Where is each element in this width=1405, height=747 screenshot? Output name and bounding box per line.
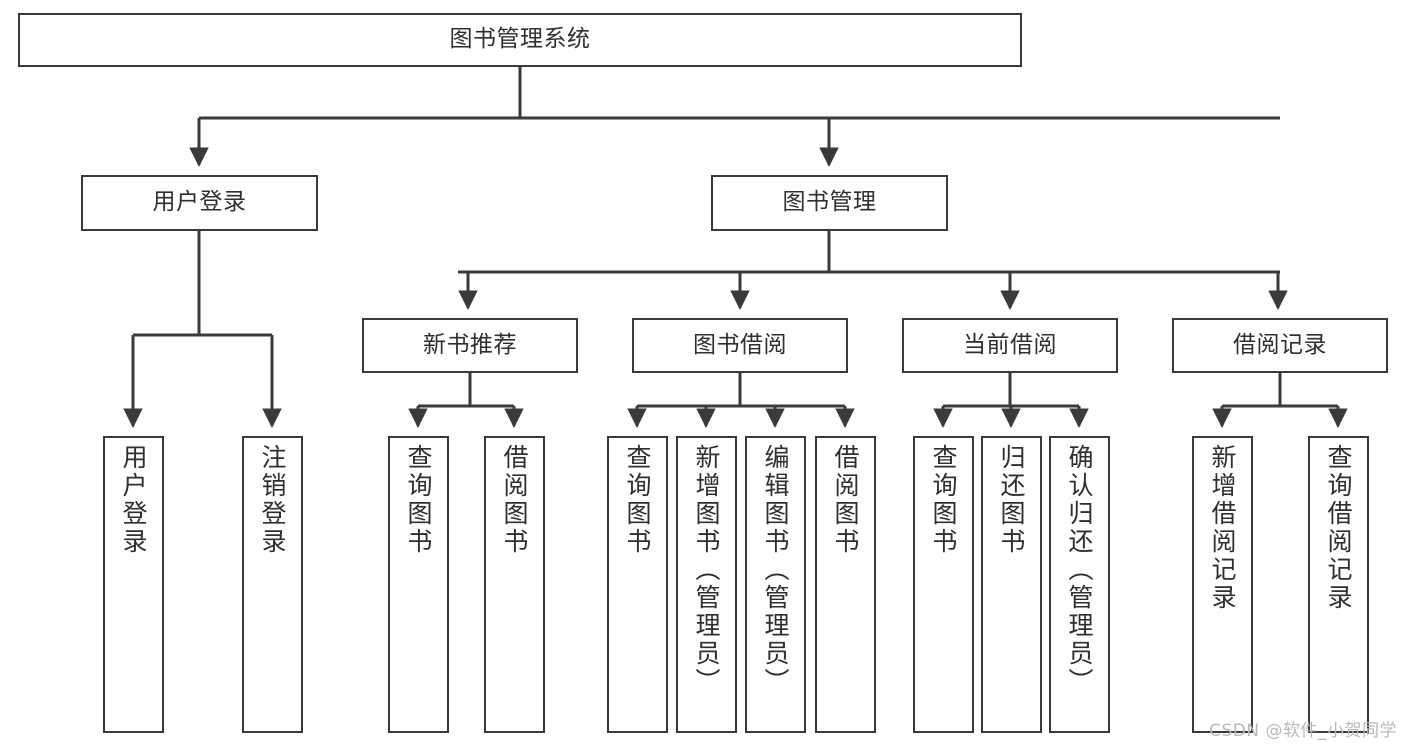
node-label: 用户登录 [119, 444, 148, 556]
node-label: 用户登录 [152, 189, 247, 216]
node-label: 借阅图书 [831, 444, 860, 556]
node-label: 查询借阅记录 [1324, 444, 1353, 612]
node-label: 查询图书 [623, 444, 652, 556]
leaf-new-book-borrow-book[interactable]: 借阅图书 [484, 436, 545, 733]
node-label: 归还图书 [997, 444, 1026, 556]
node-label: 新增图书（管理员） [692, 444, 721, 696]
node-book-management[interactable]: 图书管理 [711, 175, 948, 231]
node-borrow-record[interactable]: 借阅记录 [1172, 318, 1388, 373]
node-label: 查询图书 [929, 444, 958, 556]
node-label: 借阅图书 [500, 444, 529, 556]
node-label: 图书借阅 [693, 331, 787, 358]
node-label: 图书管理系统 [449, 26, 591, 53]
node-label: 借阅记录 [1233, 331, 1327, 358]
node-label: 查询图书 [404, 444, 433, 556]
csdn-watermark: CSDN @软件_小贺同学 [1209, 721, 1397, 741]
leaf-current-borrow-return-book[interactable]: 归还图书 [981, 436, 1042, 733]
node-label: 新书推荐 [423, 331, 517, 358]
leaf-user-login-logout[interactable]: 注销登录 [242, 436, 303, 733]
leaf-current-borrow-confirm-return-admin[interactable]: 确认归还（管理员） [1049, 436, 1110, 733]
node-label: 新增借阅记录 [1208, 444, 1237, 612]
leaf-user-login-login[interactable]: 用户登录 [103, 436, 164, 733]
leaf-current-borrow-query-book[interactable]: 查询图书 [913, 436, 974, 733]
node-label: 编辑图书（管理员） [761, 444, 790, 696]
node-label: 确认归还（管理员） [1065, 444, 1094, 696]
node-root-book-management-system[interactable]: 图书管理系统 [18, 13, 1022, 67]
leaf-borrow-record-add-record[interactable]: 新增借阅记录 [1192, 436, 1253, 733]
leaf-book-borrow-add-book-admin[interactable]: 新增图书（管理员） [676, 436, 737, 733]
node-book-borrow[interactable]: 图书借阅 [632, 318, 848, 373]
node-current-borrow[interactable]: 当前借阅 [902, 318, 1118, 373]
node-label: 图书管理 [782, 189, 877, 216]
leaf-book-borrow-query-book[interactable]: 查询图书 [607, 436, 668, 733]
node-new-book-recommend[interactable]: 新书推荐 [362, 318, 578, 373]
leaf-borrow-record-query-record[interactable]: 查询借阅记录 [1308, 436, 1369, 733]
node-label: 注销登录 [258, 444, 287, 556]
node-label: 当前借阅 [963, 331, 1057, 358]
leaf-new-book-query-book[interactable]: 查询图书 [388, 436, 449, 733]
node-user-login[interactable]: 用户登录 [81, 175, 318, 231]
leaf-book-borrow-edit-book-admin[interactable]: 编辑图书（管理员） [745, 436, 806, 733]
leaf-book-borrow-borrow-book[interactable]: 借阅图书 [815, 436, 876, 733]
